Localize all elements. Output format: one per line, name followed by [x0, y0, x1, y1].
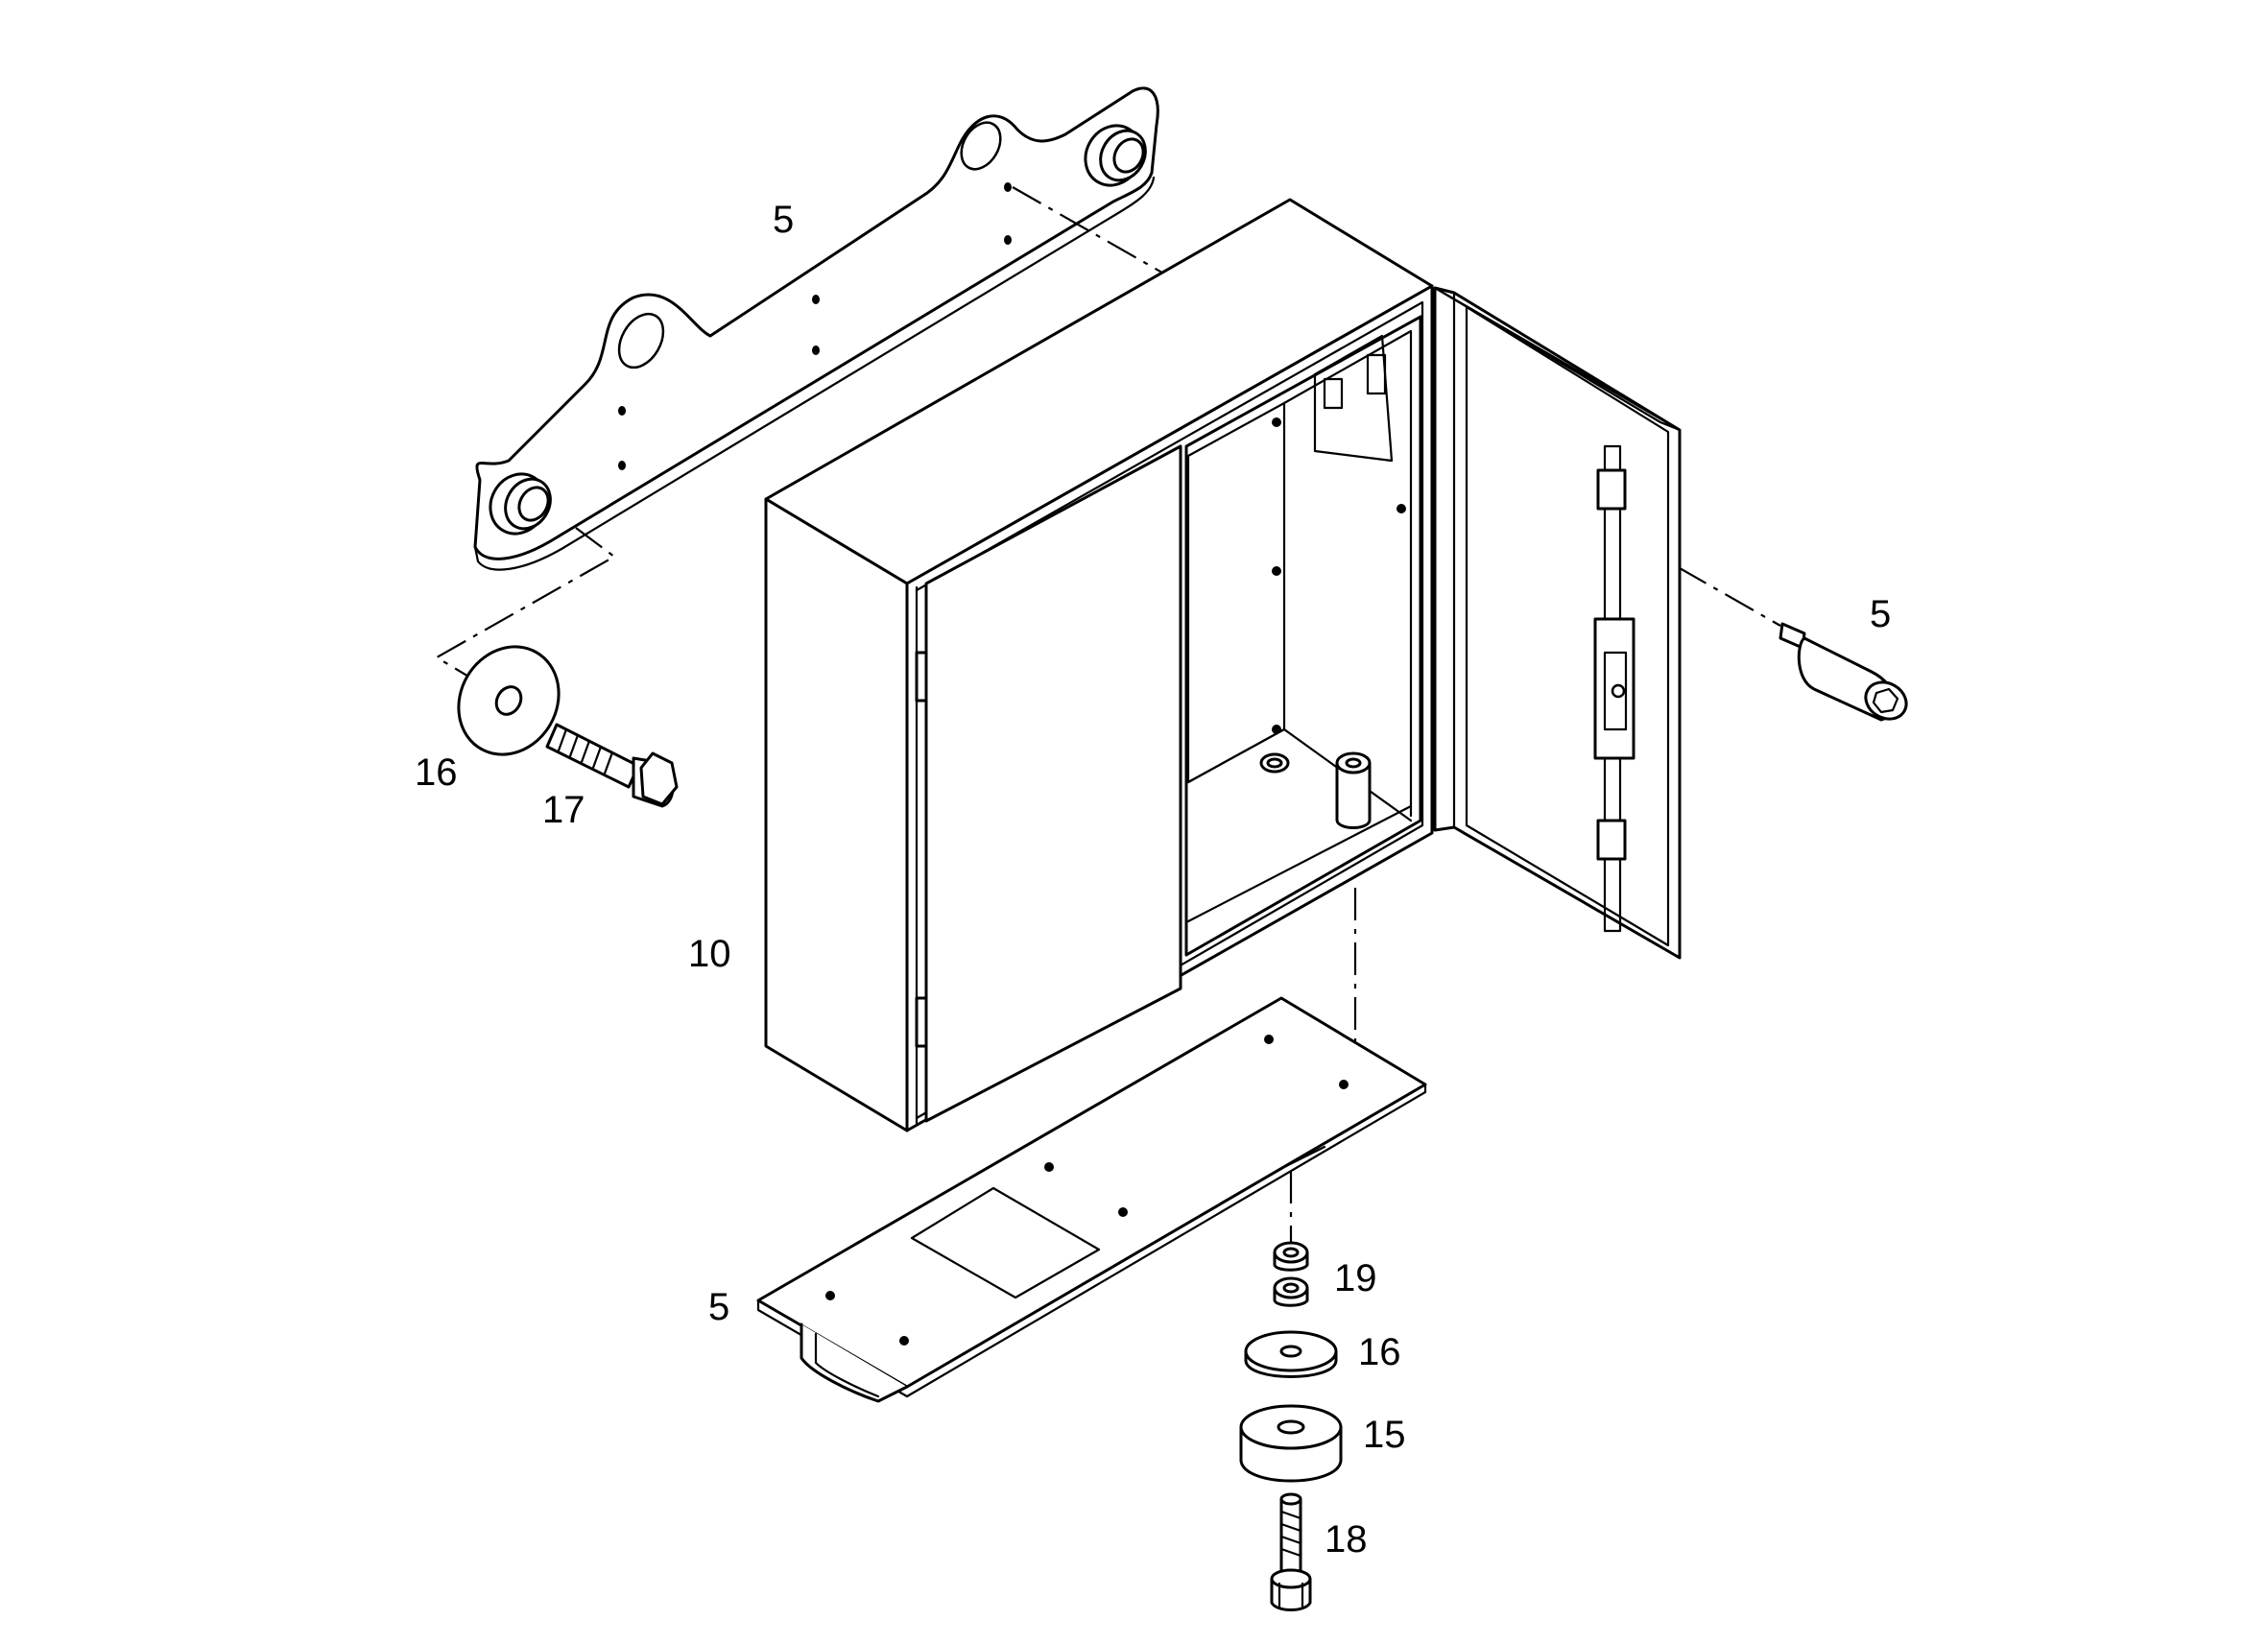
top-mounting-plate — [473, 86, 1159, 571]
bottom-washer — [1244, 1330, 1338, 1378]
left-grommet — [489, 472, 552, 536]
callout-left-washer: 16 — [415, 751, 458, 794]
callout-base-plate: 5 — [708, 1286, 729, 1328]
rubber-mount — [1239, 1404, 1343, 1483]
interior-stud-2 — [1335, 751, 1372, 829]
left-hex-bolt — [545, 723, 679, 808]
callout-top-plate: 5 — [773, 199, 794, 241]
center-line-left — [434, 527, 617, 684]
bottom-hex-bolt — [1270, 1492, 1312, 1611]
callout-bottom-bolt: 18 — [1325, 1518, 1368, 1561]
right-grommet — [1084, 124, 1147, 187]
base-plate — [756, 996, 1427, 1403]
cabinet — [764, 198, 1682, 1132]
callout-left-bolt: 17 — [542, 789, 585, 831]
left-washer — [457, 645, 561, 756]
callout-bottom-washer: 16 — [1358, 1331, 1401, 1373]
callout-bushing: 5 — [1870, 593, 1891, 635]
hex-nuts — [1273, 1241, 1309, 1307]
threaded-bushing — [1779, 622, 1908, 722]
callout-cabinet: 10 — [688, 933, 731, 975]
callout-rubber-mount: 15 — [1363, 1414, 1406, 1456]
callout-nuts: 19 — [1334, 1257, 1377, 1299]
interior-stud-1 — [1259, 752, 1290, 774]
